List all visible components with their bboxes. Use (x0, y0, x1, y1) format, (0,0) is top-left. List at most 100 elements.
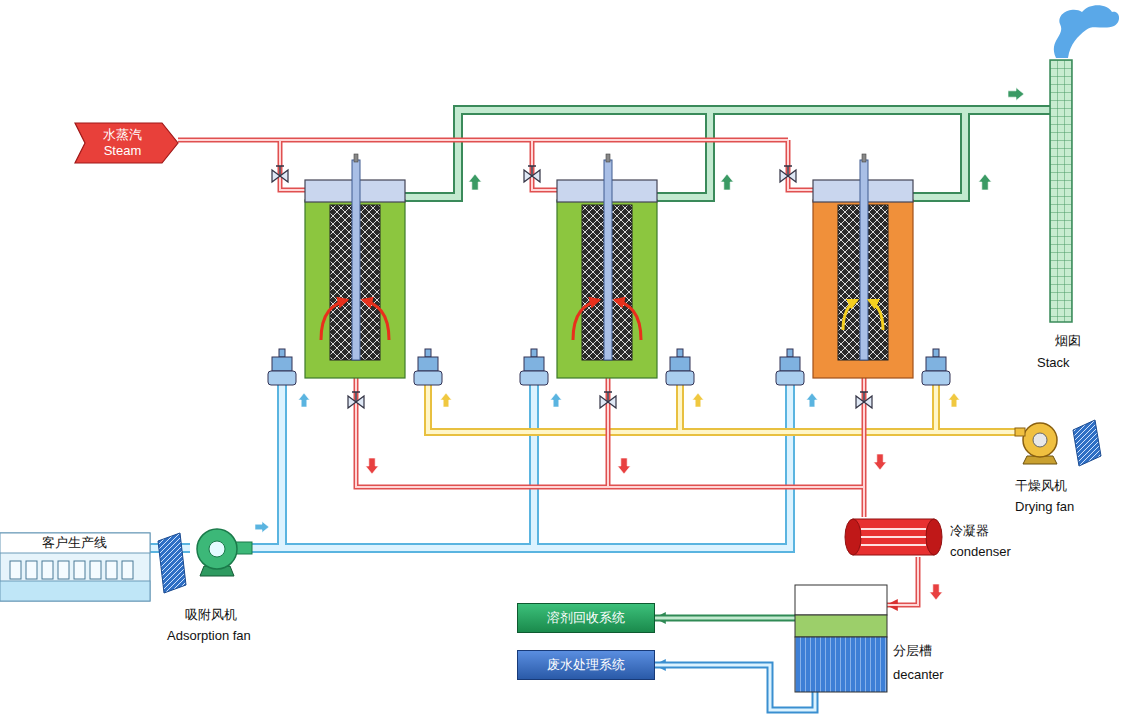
flow-arrow (930, 584, 943, 600)
condenser-shape (853, 519, 934, 555)
decanter-shape (795, 585, 887, 692)
condenser-shape (926, 519, 942, 555)
condenser-shape (861, 528, 926, 530)
production-line-shape (158, 533, 186, 593)
adsorber-vessel (869, 300, 883, 330)
label-text: 客户生产线 (42, 535, 107, 551)
flow-arrow (979, 174, 992, 190)
drying-air-pipe (428, 385, 1015, 432)
flow-arrow (874, 454, 887, 470)
adsorption-air-pipe (252, 385, 790, 548)
label-text: 干燥风机 (1015, 478, 1067, 494)
adsorber-vessel (305, 154, 405, 378)
adsorber-vessel (363, 300, 389, 340)
label-text: 冷凝器 (950, 523, 989, 539)
production-line-shape (58, 561, 69, 579)
flow-arrow (692, 393, 703, 407)
drying-fan-shape (1033, 433, 1047, 447)
pipe-inner (655, 665, 815, 710)
label-text: 吸附风机 (185, 607, 237, 623)
drying-air-pipe (428, 385, 1015, 432)
process-box: 溶剂回收系统 (517, 603, 655, 633)
exhaust-pipe (405, 110, 1052, 197)
drying-fan-shape (1015, 428, 1025, 436)
drying-fan-shape (1073, 420, 1101, 466)
adsorber-vessel (573, 300, 599, 340)
decanter-shape (795, 585, 887, 615)
production-line-shape (42, 561, 53, 579)
label-text: Stack (1037, 355, 1070, 371)
flow-arrow (298, 393, 309, 407)
valve-symbol (272, 166, 288, 182)
production-line-shape (122, 561, 133, 579)
production-line-shape (0, 581, 150, 601)
valve-symbol (272, 166, 872, 408)
production-line-shape (0, 533, 150, 553)
label-text: Drying fan (1015, 499, 1074, 515)
adsorber-vessel (321, 300, 347, 340)
steam-pipe (178, 140, 860, 190)
condenser-shape (845, 519, 861, 555)
adsorber-vessel (557, 154, 657, 378)
drying-fan: 干燥风机Drying fan (1015, 420, 1105, 470)
drying-fan-shape (1023, 423, 1057, 457)
adsorption-fan-shape (190, 522, 252, 578)
condenser-shape (861, 544, 926, 546)
adsorber-vessel (813, 154, 913, 360)
label-text: 废水处理系统 (547, 657, 625, 673)
flow-arrow (806, 393, 817, 407)
flow-arrow (366, 458, 379, 474)
decanter-shape (795, 615, 887, 637)
vessel-damper-motor (776, 349, 804, 385)
production-line-shape (90, 561, 101, 579)
pipe-outer (655, 665, 815, 710)
condenser-shape (861, 536, 926, 538)
exhaust-pipe (405, 110, 1052, 197)
stack-shape (1050, 60, 1072, 322)
pipe-outer (887, 557, 918, 605)
adsorber-vessel (813, 154, 913, 378)
pipe-inner (655, 617, 795, 620)
vessel-damper-motor (414, 349, 442, 385)
adsorption-fan: 吸附风机Adsorption fan (190, 522, 252, 578)
flow-arrow (948, 393, 959, 407)
label-text: 溶剂回收系统 (547, 610, 625, 626)
pipe-connector (655, 665, 815, 710)
flow-arrow (440, 393, 451, 407)
smoke (1054, 5, 1119, 58)
label-text: decanter (893, 667, 944, 683)
adsorption-air-pipe (252, 385, 790, 548)
label-text: 分层槽 (893, 643, 932, 659)
adsorber-vessel (615, 300, 641, 340)
valve-symbol (856, 392, 872, 408)
flow-arrow (255, 88, 1024, 600)
pipe-connector (887, 557, 918, 605)
steam-pipe (178, 140, 860, 190)
decanter: 分层槽decanter (795, 585, 887, 692)
stack-shape (1050, 60, 1072, 322)
vessel-damper-motor (268, 349, 296, 385)
drying-air-pipe (428, 385, 1015, 432)
production-line-shape (106, 561, 117, 579)
condensate-pipe (356, 378, 864, 517)
flow-arrow (1008, 88, 1024, 101)
adsorption-air-pipe (252, 385, 790, 548)
production-line: 客户生产线 (0, 533, 150, 601)
flow-arrow (721, 174, 734, 190)
steam-inlet-tag: 水蒸汽Steam (75, 123, 178, 163)
adsorber-vessel (305, 154, 405, 360)
decanter-shape (795, 637, 887, 692)
connector-layer (150, 548, 918, 710)
vessel-damper-motor (666, 349, 694, 385)
flow-arrow (550, 393, 561, 407)
flow-arrow (618, 458, 631, 474)
process-box: 废水处理系统 (517, 650, 655, 680)
flow-arrow (469, 174, 482, 190)
pipe-inner (887, 557, 918, 605)
steam-inlet-tag-shape (75, 123, 178, 163)
condenser-shape (845, 517, 942, 557)
label-text: condenser (950, 544, 1011, 560)
label-text: 烟囱 (1055, 333, 1081, 349)
adsorber-vessel (843, 300, 857, 330)
vessel-damper-motor (268, 349, 950, 385)
